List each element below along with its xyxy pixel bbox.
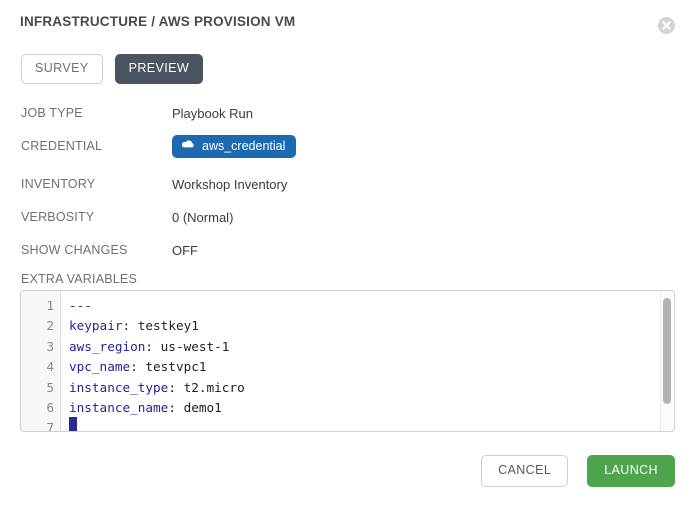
line-number: 4 (46, 359, 54, 375)
code-line: instance_name: demo1 (69, 398, 674, 418)
detail-label-inventory: INVENTORY (21, 177, 96, 191)
detail-row-job-type: JOB TYPE Playbook Run (21, 105, 661, 138)
line-number: 5 (46, 379, 54, 395)
editor-scrollbar-thumb[interactable] (663, 298, 671, 404)
code-value: t2.micro (183, 379, 245, 395)
line-number: 3 (46, 338, 54, 354)
dialog-footer: CANCEL LAUNCH (481, 455, 675, 487)
cancel-button[interactable]: CANCEL (481, 455, 569, 487)
detail-label-job-type: JOB TYPE (21, 106, 83, 120)
detail-row-verbosity: VERBOSITY 0 (Normal) (21, 209, 661, 242)
code-key: keypair (69, 318, 123, 334)
code-sep: : (145, 338, 161, 354)
detail-row-credential: CREDENTIAL aws_credential (21, 135, 661, 176)
code-sep: : (168, 379, 184, 395)
code-value: testkey1 (137, 318, 199, 334)
detail-row-show-changes: SHOW CHANGES OFF (21, 242, 661, 275)
text-cursor (69, 417, 77, 431)
editor-line-numbers: 1 2 3 4 5 6 7 (21, 291, 61, 431)
code-key: vpc_name (69, 359, 131, 375)
line-number: 6 (46, 400, 54, 416)
code-line: aws_region: us-west-1 (69, 337, 674, 357)
code-value: testvpc1 (145, 359, 207, 375)
launch-button[interactable]: LAUNCH (587, 455, 675, 487)
code-line: keypair: testkey1 (69, 316, 674, 336)
extra-variables-editor[interactable]: 1 2 3 4 5 6 7 --- keypair: testkey1 aws_… (20, 290, 675, 432)
detail-value-verbosity: 0 (Normal) (172, 210, 234, 225)
detail-value-job-type: Playbook Run (172, 106, 253, 121)
code-key: instance_name (69, 400, 169, 416)
tab-survey[interactable]: SURVEY (21, 54, 103, 84)
line-number: 1 (46, 298, 54, 313)
page-title: INFRASTRUCTURE / AWS PROVISION VM (20, 14, 296, 29)
credential-badge[interactable]: aws_credential (172, 135, 297, 158)
detail-value-inventory: Workshop Inventory (172, 177, 288, 192)
code-value: demo1 (183, 400, 222, 416)
editor-code-area[interactable]: --- keypair: testkey1 aws_region: us-wes… (61, 291, 674, 431)
code-sep: : (168, 400, 184, 416)
line-number: 7 (46, 420, 54, 432)
detail-label-show-changes: SHOW CHANGES (21, 243, 128, 257)
dialog-header: INFRASTRUCTURE / AWS PROVISION VM (20, 14, 675, 38)
job-detail-list: JOB TYPE Playbook Run CREDENTIAL aws_cre… (21, 105, 661, 275)
editor-scrollbar[interactable] (660, 292, 673, 431)
code-line: vpc_name: testvpc1 (69, 357, 674, 377)
code-sep: : (130, 359, 146, 375)
code-key: aws_region (69, 338, 146, 354)
code-line: --- (69, 296, 674, 316)
credential-badge-label: aws_credential (202, 139, 286, 153)
detail-label-credential: CREDENTIAL (21, 139, 103, 153)
detail-value-show-changes: OFF (172, 243, 198, 258)
code-value: us-west-1 (160, 338, 230, 354)
detail-row-inventory: INVENTORY Workshop Inventory (21, 176, 661, 209)
detail-label-verbosity: VERBOSITY (21, 210, 95, 224)
code-sep: : (122, 318, 138, 334)
code-key: instance_type (69, 379, 169, 395)
extra-variables-label: EXTRA VARIABLES (21, 272, 138, 286)
line-number: 2 (46, 318, 54, 334)
dialog-tabs: SURVEY PREVIEW (21, 54, 204, 84)
tab-preview[interactable]: PREVIEW (114, 54, 204, 84)
code-line: instance_type: t2.micro (69, 378, 674, 398)
cloud-icon (181, 139, 195, 153)
code-key: --- (69, 298, 92, 313)
close-icon[interactable] (658, 17, 675, 34)
